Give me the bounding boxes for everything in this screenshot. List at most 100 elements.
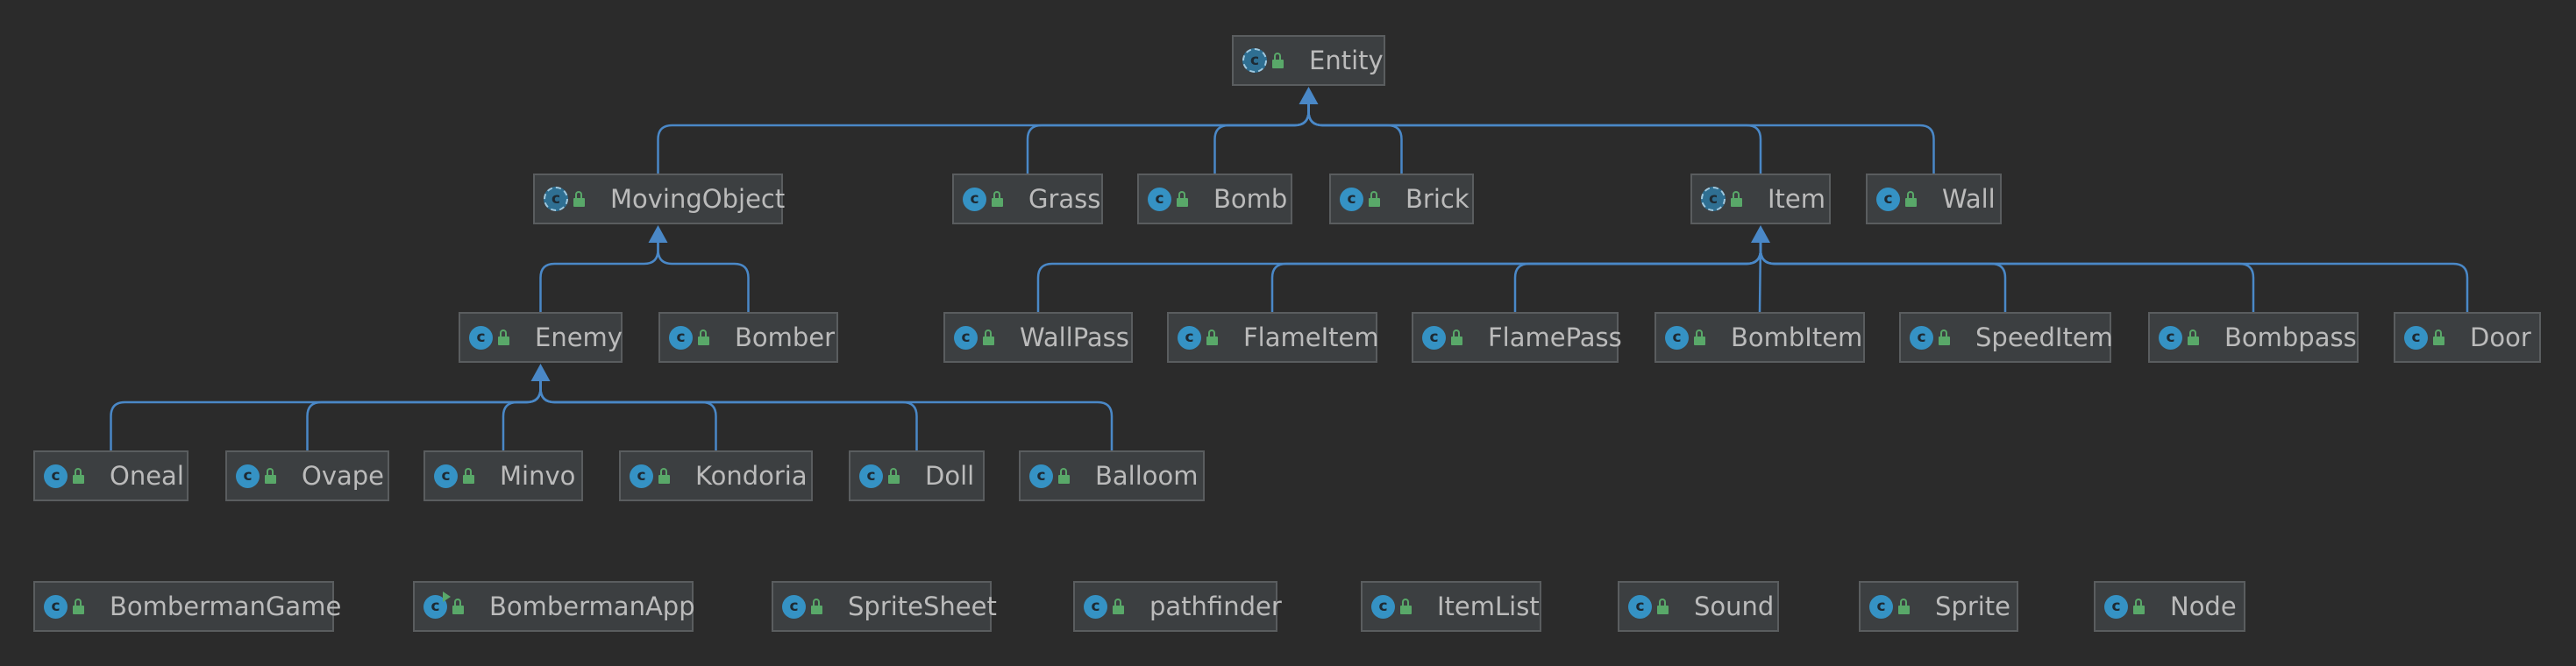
- abstract-class-icon: c: [1242, 48, 1267, 73]
- node-flameitem[interactable]: c FlameItem: [1167, 312, 1379, 363]
- class-icon: c: [1148, 187, 1171, 211]
- class-icon: c: [630, 464, 653, 488]
- node-label: MovingObject: [610, 184, 786, 214]
- class-icon: c: [2404, 325, 2428, 350]
- class-icon: c: [1628, 594, 1652, 619]
- node-brick[interactable]: c Brick: [1329, 174, 1474, 224]
- node-label: ItemList: [1437, 592, 1540, 621]
- inheritance-line-flamepass: [1513, 240, 1762, 312]
- node-label: Oneal: [110, 461, 184, 491]
- inheritance-line-speeditem: [1759, 240, 2007, 312]
- node-bombermanapp[interactable]: c BombermanApp: [413, 581, 695, 632]
- inheritance-line-bomber: [657, 240, 750, 312]
- node-label: pathfinder: [1149, 592, 1282, 621]
- inheritance-line-flameitem: [1270, 240, 1762, 312]
- node-sprite[interactable]: c Sprite: [1859, 581, 2018, 632]
- node-label: Door: [2470, 322, 2531, 352]
- public-lock-icon: [992, 191, 1004, 207]
- node-label: BombermanGame: [110, 592, 342, 621]
- node-pathfinder[interactable]: c pathfinder: [1073, 581, 1282, 632]
- node-movingobject[interactable]: c MovingObject: [533, 174, 786, 224]
- abstract-class-icon: c: [544, 187, 568, 211]
- inheritance-line-enemy: [539, 240, 659, 312]
- class-icon: c: [954, 325, 978, 350]
- node-bombpass[interactable]: c Bombpass: [2148, 312, 2359, 363]
- class-icon: c: [2159, 325, 2182, 350]
- class-icon: c: [1178, 325, 1201, 350]
- node-ovape[interactable]: c Ovape: [225, 450, 389, 501]
- node-bomb[interactable]: c Bomb: [1137, 174, 1292, 224]
- public-lock-icon: [1731, 191, 1743, 207]
- node-bombermangame[interactable]: c BombermanGame: [33, 581, 341, 632]
- class-icon: c: [859, 464, 883, 488]
- inheritance-line-oneal: [110, 379, 542, 450]
- node-doll[interactable]: c Doll: [849, 450, 985, 501]
- node-label: Entity: [1309, 46, 1384, 75]
- node-label: BombermanApp: [489, 592, 695, 621]
- class-icon: c: [669, 325, 693, 350]
- node-label: Kondoria: [695, 461, 808, 491]
- node-item[interactable]: c Item: [1690, 174, 1831, 224]
- node-kondoria[interactable]: c Kondoria: [619, 450, 813, 501]
- class-icon: c: [44, 464, 68, 488]
- node-bomber[interactable]: c Bomber: [658, 312, 838, 363]
- public-lock-icon: [2433, 329, 2445, 345]
- node-enemy[interactable]: c Enemy: [459, 312, 623, 363]
- class-icon: c: [782, 594, 806, 619]
- node-speeditem[interactable]: c SpeedItem: [1899, 312, 2113, 363]
- public-lock-icon: [1400, 599, 1413, 614]
- public-lock-icon: [1369, 191, 1381, 207]
- inheritance-arrowhead-enemy: [530, 364, 551, 381]
- node-door[interactable]: c Door: [2394, 312, 2541, 363]
- node-spritesheet[interactable]: c SpriteSheet: [772, 581, 997, 632]
- node-oneal[interactable]: c Oneal: [33, 450, 189, 501]
- node-label: FlamePass: [1488, 322, 1622, 352]
- public-lock-icon: [1177, 191, 1189, 207]
- inheritance-line-item: [1307, 102, 1762, 174]
- node-label: Minvo: [500, 461, 576, 491]
- node-bombitem[interactable]: c BombItem: [1654, 312, 1865, 363]
- node-minvo[interactable]: c Minvo: [423, 450, 583, 501]
- node-node[interactable]: c Node: [2094, 581, 2245, 632]
- class-icon: c: [1910, 325, 1933, 350]
- node-wallpass[interactable]: c WallPass: [943, 312, 1133, 363]
- node-entity[interactable]: c Entity: [1232, 35, 1385, 86]
- node-balloom[interactable]: c Balloom: [1019, 450, 1205, 501]
- node-label: Bomber: [735, 322, 836, 352]
- inheritance-line-bomb: [1213, 102, 1310, 174]
- runnable-class-icon: c: [423, 591, 451, 619]
- public-lock-icon: [1657, 599, 1669, 614]
- node-grass[interactable]: c Grass: [952, 174, 1103, 224]
- class-icon: c: [434, 464, 458, 488]
- public-lock-icon: [1905, 191, 1918, 207]
- public-lock-icon: [1898, 599, 1911, 614]
- class-icon: c: [469, 325, 493, 350]
- node-label: Wall: [1942, 184, 1996, 214]
- node-flamepass[interactable]: c FlamePass: [1412, 312, 1622, 363]
- public-lock-icon: [811, 599, 823, 614]
- node-sound[interactable]: c Sound: [1618, 581, 1779, 632]
- public-lock-icon: [698, 329, 710, 345]
- node-label: Sprite: [1935, 592, 2011, 621]
- inheritance-arrowhead-movingobject: [648, 225, 668, 243]
- public-lock-icon: [2133, 599, 2145, 614]
- class-icon: c: [1340, 187, 1363, 211]
- class-icon: c: [44, 594, 68, 619]
- node-wall[interactable]: c Wall: [1866, 174, 2002, 224]
- node-label: Brick: [1405, 184, 1469, 214]
- public-lock-icon: [1451, 329, 1463, 345]
- node-itemlist[interactable]: c ItemList: [1361, 581, 1541, 632]
- public-lock-icon: [983, 329, 995, 345]
- inheritance-line-door: [1759, 240, 2469, 312]
- inheritance-line-kondoria: [539, 379, 717, 450]
- class-icon: c: [1371, 594, 1395, 619]
- class-icon: c: [1029, 464, 1053, 488]
- public-lock-icon: [1939, 329, 1951, 345]
- public-lock-icon: [1272, 53, 1284, 68]
- public-lock-icon: [498, 329, 510, 345]
- inheritance-line-wallpass: [1036, 240, 1762, 312]
- node-label: Sound: [1694, 592, 1775, 621]
- class-icon: c: [1876, 187, 1900, 211]
